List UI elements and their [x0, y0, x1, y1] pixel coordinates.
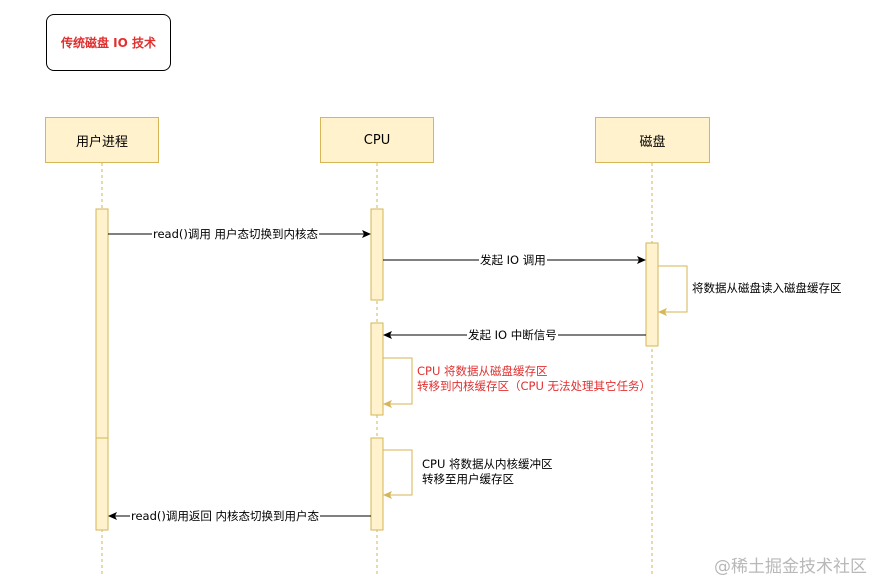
actor-user-process: 用户进程	[45, 117, 159, 163]
activation-cpu-3	[370, 437, 384, 531]
watermark: @稀土掘金技术社区	[714, 557, 867, 577]
activation-user-1	[95, 208, 109, 439]
activation-cpu-2	[370, 322, 384, 416]
label-io-call: 发起 IO 调用	[479, 253, 547, 267]
label-cpu-copy-kernel-2: 转移到内核缓存区（CPU 无法处理其它任务）	[417, 379, 652, 393]
arrow-cpu-self-kernel	[383, 357, 413, 408]
activation-disk	[645, 242, 659, 347]
label-disk-to-buffer: 将数据从磁盘读入磁盘缓存区	[692, 281, 842, 295]
label-io-interrupt: 发起 IO 中断信号	[467, 328, 558, 342]
actor-disk: 磁盘	[595, 117, 710, 163]
activation-user-2	[95, 437, 109, 531]
label-read-return: read()调用返回 内核态切换到用户态	[130, 509, 321, 523]
arrow-cpu-self-user	[383, 449, 413, 499]
label-cpu-copy-user-2: 转移至用户缓存区	[422, 472, 514, 486]
arrow-disk-self	[658, 265, 688, 316]
label-cpu-copy-kernel-1: CPU 将数据从磁盘缓存区	[417, 364, 548, 378]
label-read-call: read()调用 用户态切换到内核态	[152, 227, 320, 241]
diagram-title: 传统磁盘 IO 技术	[46, 14, 171, 71]
activation-cpu-1	[370, 208, 384, 301]
actor-cpu: CPU	[320, 117, 434, 163]
label-cpu-copy-user-1: CPU 将数据从内核缓冲区	[422, 457, 553, 471]
